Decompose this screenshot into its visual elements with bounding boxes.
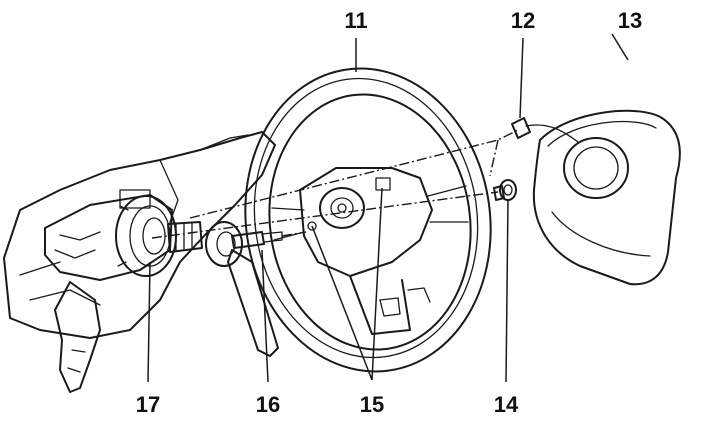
torx-bolt-part-14: [493, 179, 517, 201]
assembly-axis-lines: [151, 129, 519, 239]
steering-shaft: [167, 221, 203, 253]
leader-lines: [147, 33, 629, 383]
callout-12: 12: [511, 8, 535, 33]
callout-11: 11: [344, 8, 367, 33]
callout-16: 16: [256, 392, 280, 417]
callout-14: 14: [494, 392, 519, 417]
callout-17: 17: [136, 392, 160, 417]
steering-column-housing: [3, 131, 276, 393]
callout-13: 13: [618, 8, 642, 33]
callout-15: 15: [360, 392, 384, 417]
airbag-module-part-13: [532, 109, 681, 286]
steering-wheel-part-11: [244, 67, 492, 373]
ratchet-wrench-part-16: [205, 221, 283, 357]
